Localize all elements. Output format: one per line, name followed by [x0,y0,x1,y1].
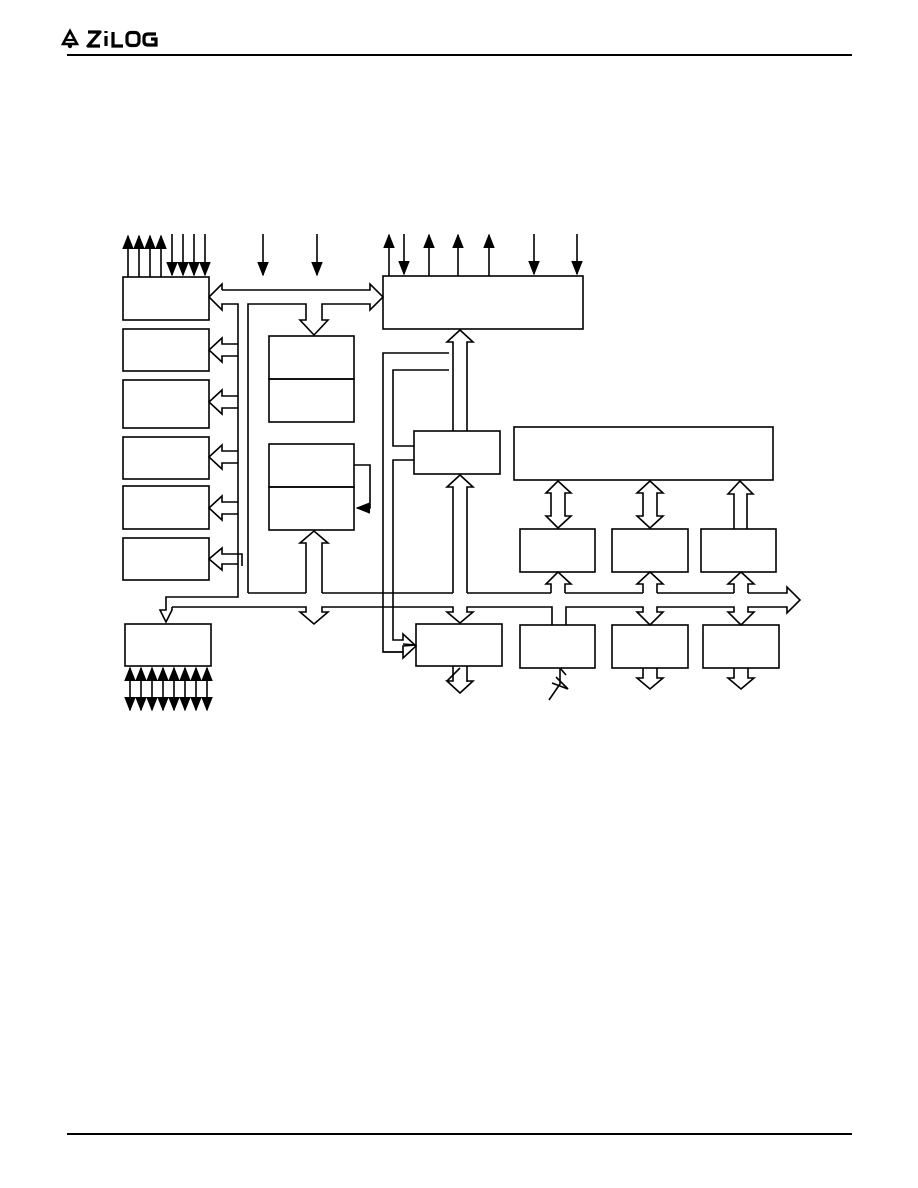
left-bus-tees [207,336,243,572]
rm1-bus [544,570,574,593]
block-left-3 [122,379,210,429]
block-bottom-4 [702,624,780,669]
block-bottom-2 [519,624,596,669]
bottom-2-signal [548,668,561,701]
block-right-mid-1 [519,528,596,573]
block-center-top-upper [268,335,355,380]
block-left-5 [122,485,210,530]
top-bus [207,282,385,593]
feedback-line-inner [392,369,449,447]
block-top-wide [382,275,584,330]
block-left-6 [122,537,210,581]
block-bottom-3 [611,624,689,669]
bottom-1-io [444,666,476,695]
rm3-bus [725,570,757,593]
bottom-4-output [725,668,757,691]
mid-to-top-bus [444,328,476,431]
header-rule [67,54,852,56]
bottom-left-signals [124,666,213,712]
top-wide-signals [383,233,583,276]
block-center-bottom-upper [268,443,355,488]
bottom-1-io-up [446,667,461,682]
main-bus [158,585,802,627]
center-loop [354,464,371,514]
rw-rm1 [544,479,574,530]
block-center-top-lower [268,378,355,423]
mid-to-main-bus [444,473,476,593]
block-left-1 [122,276,210,321]
page-header [60,26,852,58]
top-left-signals [122,234,211,277]
center-vertical-bus [297,529,331,593]
rm2-bus [634,570,666,593]
rw-rm3 [726,479,755,529]
block-center-bottom-lower [268,486,355,531]
bottom-3-output [634,668,666,691]
block-right-mid-3 [700,528,777,573]
block-middle-small [413,430,501,475]
block-left-4 [122,436,210,480]
rw-rm2 [634,479,666,530]
block-bottom-1 [415,623,503,667]
footer-rule [67,1133,852,1135]
zilog-logo-icon [60,28,158,49]
block-bottom-left [124,623,212,667]
block-right-wide [513,426,774,481]
block-right-mid-2 [611,528,689,573]
block-left-2 [122,328,210,372]
feedback-outer-arrow [383,459,418,660]
